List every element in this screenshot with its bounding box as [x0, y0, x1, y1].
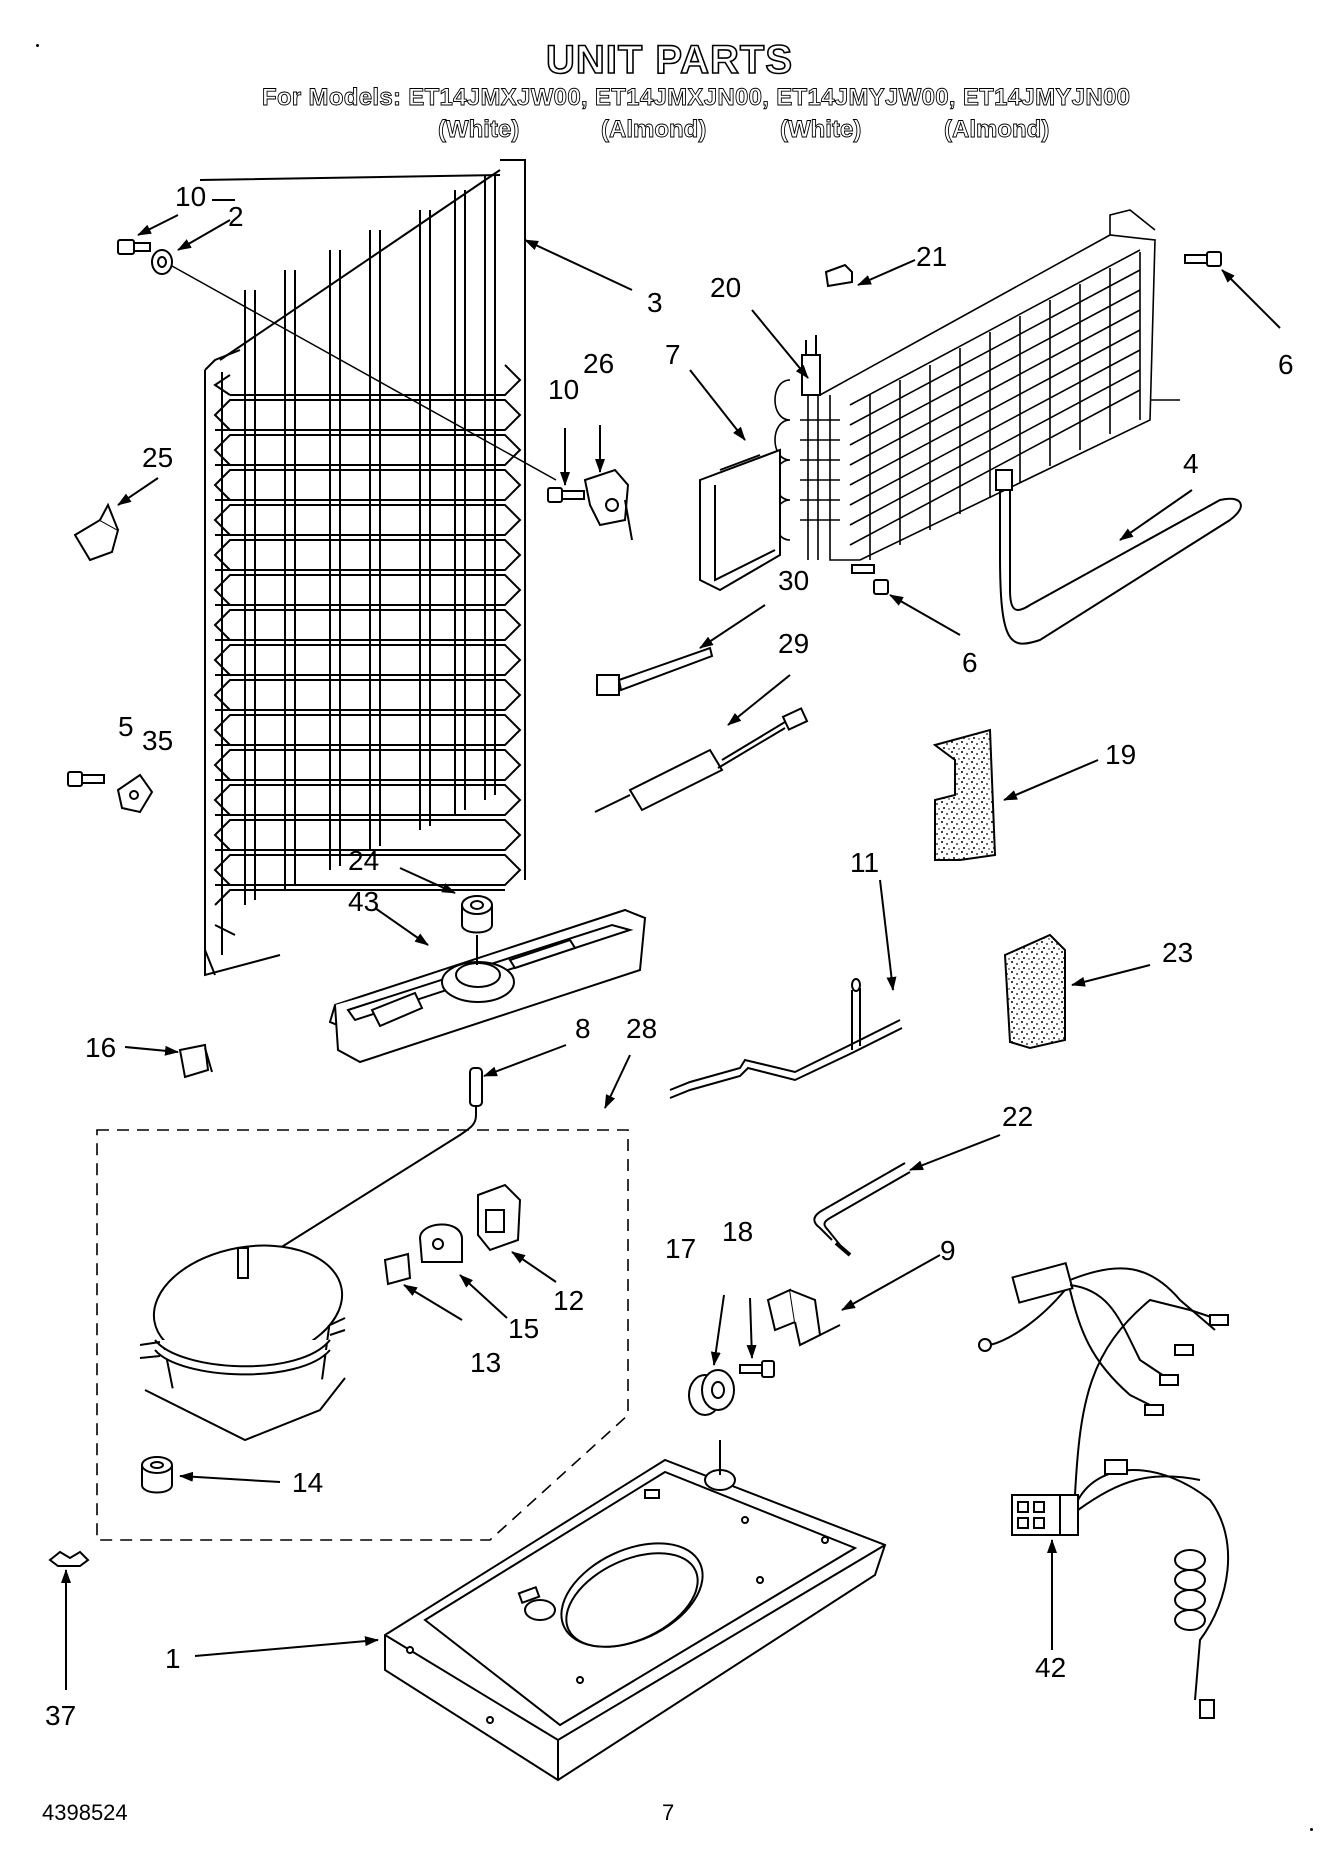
drain-pan-part-43: [328, 908, 647, 1064]
leader-lines: [61, 214, 1281, 1690]
screw-part-10-top: [117, 239, 151, 255]
callout-18: 18: [722, 1216, 753, 1247]
screw-part-5: [67, 771, 105, 787]
callout-37: 37: [45, 1700, 76, 1731]
document-number: 4398524: [42, 1800, 128, 1825]
page-title: UNIT PARTS: [545, 37, 794, 83]
callout-6-top: 6: [1278, 349, 1294, 380]
callout-22: 22: [1002, 1101, 1033, 1132]
process-tube-part-8: [244, 1067, 483, 1271]
washer-part-2: [151, 249, 173, 275]
callout-15: 15: [508, 1313, 539, 1344]
screw-part-6-bottom: [851, 564, 889, 595]
base-plate-part-1: [384, 1440, 887, 1782]
screw-part-10-bracket: [547, 487, 585, 503]
callout-6-bottom: 6: [962, 647, 978, 678]
insulation-block-part-23: [1003, 933, 1066, 1050]
cable-tie-part-30: [596, 646, 714, 696]
grommet-part-24: [461, 895, 493, 965]
color-label-2: (Almond): [601, 116, 707, 144]
callout-11: 11: [850, 847, 879, 878]
bolt-part-18: [739, 1360, 775, 1378]
callout-42: 42: [1035, 1652, 1066, 1683]
drain-tube-part-11: [669, 978, 903, 1099]
callout-16: 16: [85, 1032, 116, 1063]
callout-4: 4: [1183, 448, 1199, 479]
callout-29: 29: [778, 628, 809, 659]
relay-part-15: [418, 1223, 463, 1263]
compressor: [139, 1244, 346, 1442]
thermostat-part-20: [801, 335, 821, 396]
callout-25: 25: [142, 442, 173, 473]
callout-9: 9: [940, 1235, 956, 1266]
corner-mark-bottom: [1310, 1828, 1313, 1831]
clip-part-25: [73, 502, 120, 562]
corner-mark-top: [36, 44, 39, 47]
defrost-heater-part-4: [995, 469, 1242, 645]
callout-3: 3: [647, 287, 663, 318]
clip-part-21: [824, 263, 853, 288]
leader-washer-to-bracket: [171, 265, 557, 481]
compressor-kit-boundary-part-28: [96, 1129, 629, 1541]
callout-8: 8: [575, 1013, 591, 1044]
clip-part-37: [48, 1550, 90, 1567]
wiring-harness-part-42: [978, 1261, 1230, 1719]
callout-35: 35: [142, 725, 173, 756]
callout-10-bracket: 10: [548, 374, 579, 405]
clip-part-35: [116, 773, 154, 814]
callout-5: 5: [118, 711, 134, 742]
color-label-4: (Almond): [944, 116, 1050, 144]
bracket-part-26: [583, 468, 633, 541]
tube-part-22: [813, 1162, 911, 1257]
callout-28: 28: [626, 1013, 657, 1044]
callout-2: 2: [228, 201, 244, 232]
page-number: 7: [662, 1800, 675, 1825]
callout-14: 14: [292, 1467, 323, 1498]
overload-part-12: [477, 1183, 522, 1252]
insulation-block-part-19: [932, 728, 997, 861]
bracket-part-9: [766, 1288, 841, 1347]
clip-part-16: [178, 1043, 213, 1079]
condenser-coil: [199, 159, 526, 977]
callout-20: 20: [710, 272, 741, 303]
terminal-cover-part-13: [383, 1252, 412, 1286]
callout-19: 19: [1105, 739, 1136, 770]
callout-labels: 10 2 3 25 10 26 7 20 21 6 4 30 6 29 19 5…: [45, 181, 1294, 1731]
callout-23: 23: [1162, 937, 1193, 968]
callout-10-top: 10: [175, 181, 206, 212]
color-label-1: (White): [438, 116, 520, 144]
callout-13: 13: [470, 1347, 501, 1378]
evaporator-coil: [774, 209, 1180, 561]
drier-part-29: [594, 707, 809, 813]
callout-30: 30: [778, 565, 809, 596]
callout-24: 24: [348, 845, 379, 876]
screw-part-6-top: [1184, 251, 1222, 267]
callout-21: 21: [916, 241, 947, 272]
roller-part-17: [688, 1369, 735, 1416]
callout-12: 12: [553, 1285, 584, 1316]
callout-26: 26: [583, 348, 614, 379]
callout-43: 43: [348, 886, 379, 917]
grommet-part-14: [141, 1456, 173, 1494]
callout-17: 17: [665, 1233, 696, 1264]
defrost-trough-part-7: [699, 448, 781, 592]
callout-7: 7: [665, 339, 681, 370]
models-line: For Models: ET14JMXJW00, ET14JMXJN00, ET…: [262, 84, 1131, 112]
color-label-3: (White): [780, 116, 862, 144]
callout-1: 1: [165, 1643, 181, 1674]
